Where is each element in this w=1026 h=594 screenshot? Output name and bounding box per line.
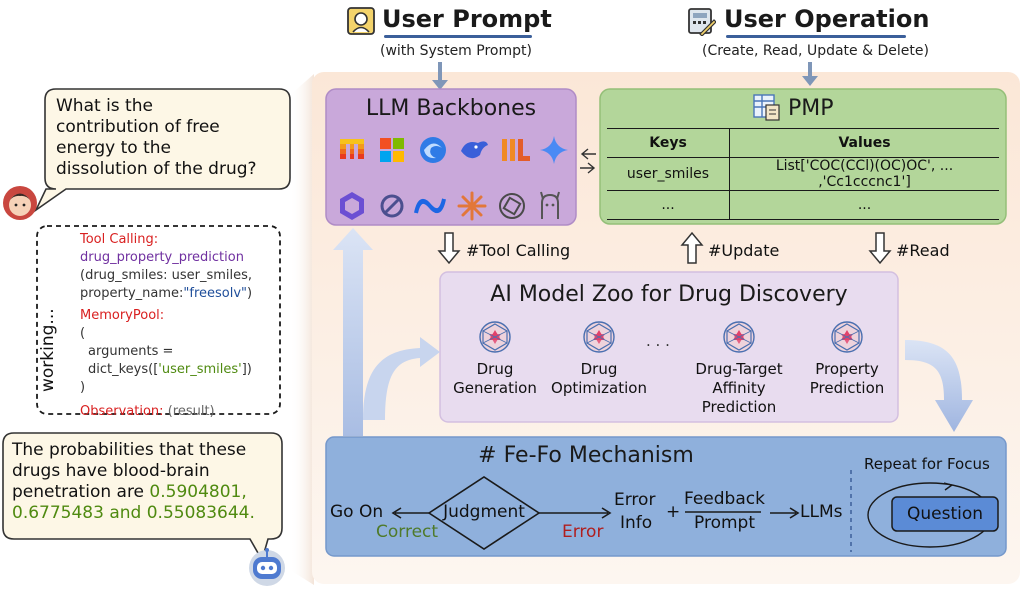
pmp-table: Keys Values user_smiles List['COC(CCl)(O… — [607, 128, 999, 220]
loop-icon — [380, 194, 404, 218]
error-info-line1: Error — [614, 490, 656, 510]
zoo-output-arrow — [905, 340, 973, 432]
zoo-panel — [439, 271, 899, 423]
working-label: working... — [38, 308, 58, 392]
zoo-model-drug-optimization: Drug Optimization — [544, 320, 654, 398]
read-arrow — [868, 232, 892, 265]
working-box — [36, 225, 281, 415]
llms-label: LLMs — [800, 502, 843, 522]
llm-icons-row1 — [336, 133, 572, 165]
pmp-key-cell: user_smiles — [607, 157, 730, 191]
user-operation-underline — [726, 35, 906, 38]
plus-sign: + — [666, 502, 681, 522]
go-on-label: Go On — [330, 502, 384, 522]
whale-icon — [461, 141, 488, 159]
user-prompt-icon — [346, 6, 376, 36]
fefo-title: # Fe-Fo Mechanism — [478, 443, 694, 468]
zoo-model-property-prediction: Property Prediction — [792, 320, 902, 398]
zoo-input-arrow — [363, 337, 440, 420]
pmp-value-cell: List['COC(CCl)(OC)OC', ... ,'Cc1cccnc1'] — [775, 158, 954, 190]
zoo-model-drug-generation: Drug Generation — [440, 320, 550, 398]
answer-text: The probabilities that these drugs have … — [12, 440, 255, 523]
prompt-label: Prompt — [694, 513, 755, 533]
llms-arrow — [770, 507, 800, 519]
tool-trace: Tool Calling: drug_property_prediction (… — [80, 231, 278, 421]
pmp-header-keys: Keys — [607, 128, 730, 158]
question-box — [891, 496, 999, 532]
model-network-icon — [830, 320, 864, 354]
exchange-arrows — [580, 148, 596, 174]
repeat-label: Repeat for Focus — [864, 455, 990, 473]
table-row: user_smiles List['COC(CCl)(OC)OC', ... ,… — [607, 157, 999, 191]
judgment-label: Judgment — [443, 502, 525, 522]
deepseek-icon — [420, 137, 446, 163]
user-prompt-title: User Prompt — [382, 5, 552, 33]
error-label: Error — [562, 522, 604, 542]
user-operation-subtitle: (Create, Read, Update & Delete) — [702, 43, 929, 59]
pmp-value-cell: ... — [857, 197, 872, 213]
function-name: drug_property_prediction — [80, 250, 244, 265]
memory-keys: dict_keys(['user_smiles']) — [88, 362, 252, 377]
user-prompt-underline — [384, 35, 532, 38]
meta-icon — [414, 198, 446, 214]
error-info-line2: Info — [620, 513, 653, 533]
correct-label: Correct — [376, 522, 439, 542]
mistral-icon — [340, 139, 364, 159]
llm-panel — [325, 88, 577, 226]
perspective-fade — [290, 74, 314, 585]
answer-bubble — [2, 432, 283, 563]
pmp-key-cell: ... — [607, 190, 730, 220]
tool-calling-heading: Tool Calling: — [80, 232, 159, 247]
model-network-icon — [582, 320, 616, 354]
go-on-arrow — [391, 507, 429, 519]
user-prompt-subtitle: (with System Prompt) — [380, 43, 532, 59]
table-row: ... ... — [607, 190, 999, 220]
illuminate-icon — [502, 139, 530, 161]
zhipu-icon — [340, 192, 364, 220]
bot-avatar — [249, 548, 285, 586]
claude-icon — [457, 191, 487, 221]
pmp-table-icon — [752, 92, 782, 122]
tool-calling-arrow — [437, 232, 461, 265]
update-label: #Update — [708, 241, 780, 260]
feedback-up-arrow — [333, 228, 373, 436]
user-operation-icon — [686, 6, 717, 37]
feedback-label: Feedback — [684, 489, 765, 509]
gemini-icon — [540, 136, 568, 164]
observation-line: Observation: (result) — [80, 404, 215, 419]
model-network-icon — [722, 320, 756, 354]
llama-icon — [540, 191, 560, 219]
memory-pool-heading: MemoryPool: — [80, 308, 165, 323]
openai-icon — [499, 193, 525, 219]
update-arrow — [680, 231, 704, 264]
pmp-header-values: Values — [838, 135, 891, 151]
user-avatar — [3, 186, 37, 220]
zoo-title: AI Model Zoo for Drug Discovery — [490, 282, 848, 307]
model-network-icon — [478, 320, 512, 354]
pmp-title: PMP — [788, 96, 834, 121]
question-label: Question — [906, 504, 984, 524]
llm-icons-row2 — [336, 189, 572, 221]
zoo-model-drug-target-affinity: Drug-Target Affinity Prediction — [684, 320, 794, 417]
microsoft-icon — [380, 138, 404, 162]
args-line1: (drug_smiles: user_smiles, — [80, 268, 253, 283]
error-arrow — [539, 507, 612, 519]
question-bubble — [33, 88, 291, 213]
tool-calling-label: #Tool Calling — [466, 241, 571, 260]
read-label: #Read — [896, 241, 950, 260]
llm-panel-title: LLM Backbones — [365, 96, 537, 121]
user-operation-title: User Operation — [724, 5, 930, 33]
question-text: What is the contribution of free energy … — [56, 96, 257, 179]
zoo-ellipsis: . . . — [646, 332, 670, 350]
args-line2: property_name:"freesolv") — [80, 286, 253, 301]
